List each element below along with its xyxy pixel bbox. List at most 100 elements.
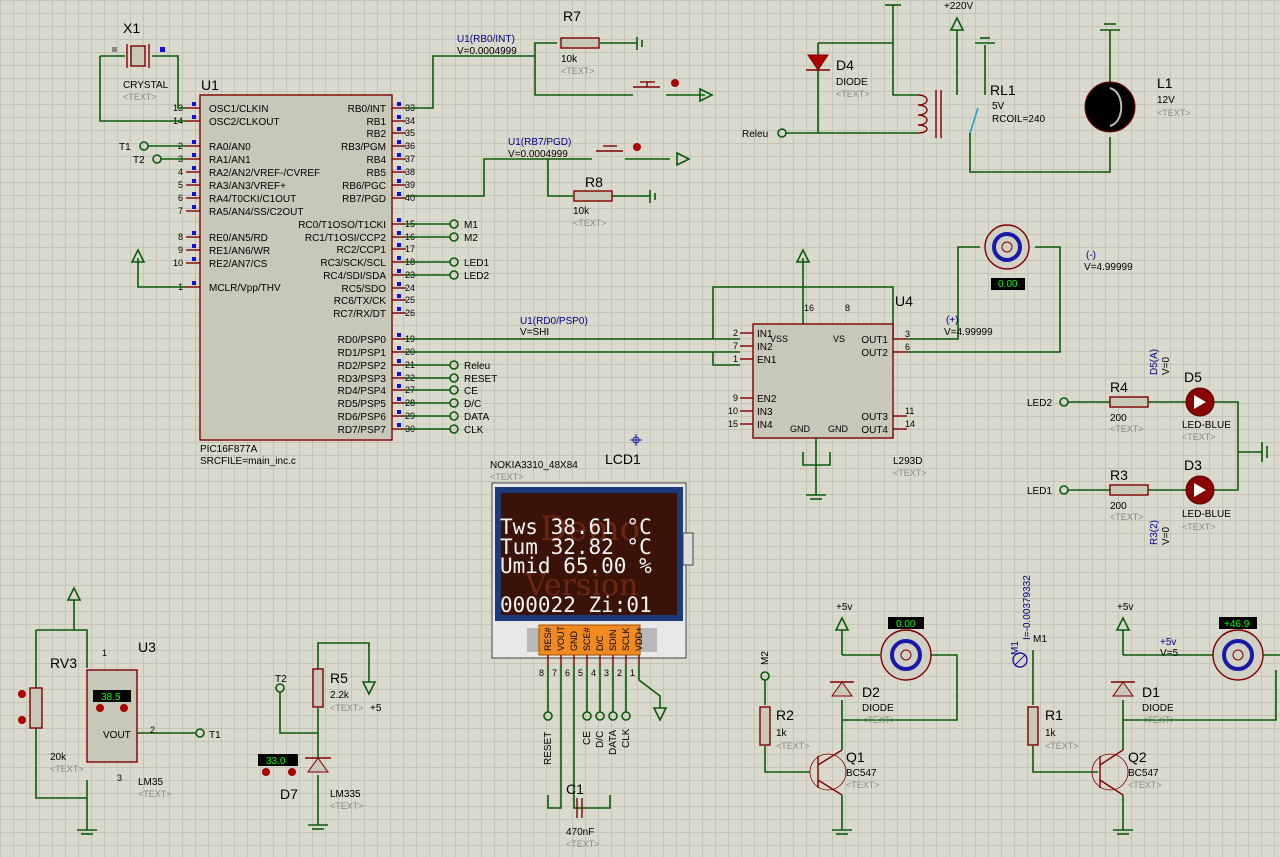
x1-value: CRYSTAL — [123, 80, 169, 91]
origin-marker — [630, 434, 642, 446]
terminal-label: RESET — [464, 374, 497, 385]
u1-left-pin-marker — [192, 115, 196, 119]
relay-block[interactable]: D4 DIODE <TEXT> Releu +220V RL1 5V RCOIL… — [742, 1, 1191, 173]
terminal-node[interactable] — [449, 385, 459, 395]
motor-top[interactable]: 0.00 (+) V=4.99999 (-) V=4.99999 — [907, 224, 1133, 353]
lcd-pin-name: GND — [569, 631, 579, 652]
q2-text: <TEXT> — [1128, 780, 1162, 790]
terminal-node[interactable] — [449, 411, 459, 421]
u1-right-pin-marker — [397, 166, 401, 170]
terminal-label: M1 — [464, 220, 478, 231]
q2-value: BC547 — [1128, 768, 1159, 779]
probe-rd0-val: V=SHI — [520, 327, 549, 338]
terminal-node[interactable] — [449, 360, 459, 370]
x1-text: <TEXT> — [123, 92, 157, 102]
c1-text: <TEXT> — [566, 839, 600, 849]
lcd-pin-name: RES# — [543, 627, 553, 651]
c1-value: 470nF — [566, 827, 594, 838]
d3-value: LED-BLUE — [1182, 509, 1231, 520]
probe-rb7-val: V=0.0004999 — [508, 149, 568, 160]
r5-ref: R5 — [330, 670, 348, 686]
lm35-block[interactable]: 38.5 VOUT 1 2 3 T1 RV3 20k <TEXT> U3 LM3… — [18, 586, 221, 835]
terminal-node[interactable] — [449, 424, 459, 434]
lcd-watermark-2: Version — [524, 568, 638, 603]
led1-r3-label: LED1 — [1027, 486, 1052, 497]
lcd-model: NOKIA3310_48X84 — [490, 460, 578, 471]
u1-left-pin-marker — [192, 140, 196, 144]
r7-ref: R7 — [563, 8, 581, 24]
u1-left-pin-marker — [192, 192, 196, 196]
r2-text: <TEXT> — [776, 741, 810, 751]
u1-right-pin-marker — [397, 333, 401, 337]
u4-left-pin-name: EN2 — [757, 394, 777, 405]
terminal-node[interactable] — [449, 398, 459, 408]
t1-u3-label: T1 — [209, 730, 221, 741]
lcd-nokia[interactable]: LCD1 NOKIA3310_48X84 <TEXT> Demo Version… — [490, 451, 694, 678]
u1-left-pin-name: RA2/AN2/VREF-/CVREF — [209, 168, 320, 179]
d2-ref: D2 — [862, 684, 880, 700]
rl1-rcoil: RCOIL=240 — [992, 114, 1046, 125]
u4-right-pin-name: OUT1 — [861, 335, 888, 346]
terminal-node[interactable] — [449, 270, 459, 280]
d4-text: <TEXT> — [836, 89, 870, 99]
u1-left-pin-marker — [192, 257, 196, 261]
u1-right-pin-marker — [397, 231, 401, 235]
t1-t2-terminals[interactable]: T1 T2 — [119, 141, 186, 288]
u1-right-pin-name: RD0/PSP0 — [338, 335, 387, 346]
rl1-supply: +220V — [944, 1, 974, 12]
probe-rb0-name: U1(RB0/INT) — [457, 34, 515, 45]
u1-left-pin-num: 4 — [178, 167, 183, 177]
u1-right-pin-name: RC2/CCP1 — [337, 245, 387, 256]
terminal-node[interactable] — [449, 257, 459, 267]
r7-text: <TEXT> — [561, 66, 595, 76]
terminal-node[interactable] — [449, 219, 459, 229]
terminal-node[interactable] — [449, 232, 459, 242]
u1-right-pin-marker — [397, 102, 401, 106]
q1-value: BC547 — [846, 768, 877, 779]
u1-right-pin-num: 26 — [405, 308, 415, 318]
r7-value: 10k — [561, 54, 578, 65]
u4-text: <TEXT> — [893, 468, 927, 478]
u1-right-pin-num: 34 — [405, 116, 415, 126]
d1-ref: D1 — [1142, 684, 1160, 700]
d5-text: <TEXT> — [1182, 432, 1216, 442]
u1-left-pin-name: RA5/AN4/SS/C2OUT — [209, 207, 303, 218]
terminal-label: Releu — [464, 361, 490, 372]
u1-right-pin-marker — [397, 397, 401, 401]
u1-right-pin-marker — [397, 372, 401, 376]
u1-right-pin-marker — [397, 127, 401, 131]
led-block[interactable]: LED2 LED1 R4 200 <TEXT> R3 200 <TEXT> D5… — [1027, 349, 1268, 545]
u1-right-pin-num: 17 — [405, 244, 415, 254]
q1-motor-reading: 0.00 — [896, 619, 916, 630]
lm335-block[interactable]: 33.0 T2 R5 2.2k <TEXT> +5 D7 LM335 <TEXT… — [258, 642, 382, 830]
lcd-line-1: Tws 38.61 °C — [500, 515, 652, 539]
m2-q1-label: M2 — [760, 651, 771, 665]
q1-motor-block[interactable]: 0.00 +5v M2 R2 1k <TEXT> D2 DIODE <TEXT>… — [759, 602, 958, 835]
l1-value: 12V — [1157, 95, 1175, 106]
u4-left-pin-num: 2 — [733, 328, 738, 338]
u4-right-pin-num: 6 — [905, 342, 910, 352]
lcd-terminals[interactable]: RESET CE D/C DATA CLK C1 470nF <TEXT> — [543, 666, 668, 849]
u4-left-pin-num: 1 — [733, 354, 738, 364]
terminal-node[interactable] — [449, 373, 459, 383]
crystal-x1[interactable]: X1 CRYSTAL <TEXT> — [99, 20, 186, 122]
u3-pin3: 3 — [117, 773, 122, 783]
probe-r3-val: V=0 — [1161, 526, 1172, 545]
u1-left-pin-marker — [192, 166, 196, 170]
u1-right-pin-marker — [397, 410, 401, 414]
u1-src: SRCFILE=main_inc.c — [200, 456, 296, 467]
d5-ref: D5 — [1184, 369, 1202, 385]
u4-left-pin-num: 10 — [728, 406, 738, 416]
u3-pin2: 2 — [150, 725, 155, 735]
u1-u4-bus: U1(RD0/PSP0) V=SHI — [406, 286, 894, 366]
lcd-pin-name: SCLK — [621, 627, 631, 651]
lcd-text: <TEXT> — [490, 472, 524, 482]
terminal-label: LED1 — [464, 258, 489, 269]
q2-motor-block[interactable]: +46.9 +5v +5v V=5 I=-0.00379332 M1 M1 R1… — [1010, 575, 1280, 835]
u4-right-pin-num: 14 — [905, 419, 915, 429]
u3-reading: 38.5 — [101, 692, 121, 703]
